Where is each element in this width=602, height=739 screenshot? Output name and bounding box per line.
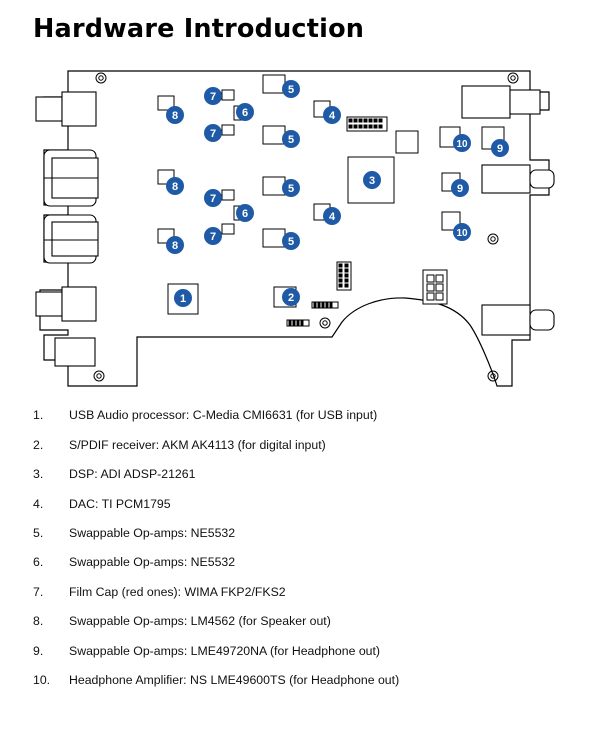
item-text: Swappable Op-amps: LME49720NA (for Headp… (69, 644, 381, 658)
item-text: S/PDIF receiver: AKM AK4113 (for digital… (69, 438, 326, 452)
callout-circle (204, 124, 222, 142)
right-connectors (461, 85, 555, 336)
item-number: 7. (33, 585, 44, 599)
callout-circle (282, 288, 300, 306)
callout-label: 8 (172, 240, 178, 252)
callout-badge-7: 7 (204, 227, 222, 245)
callout-label: 5 (288, 84, 294, 96)
callout-badge-2: 2 (282, 288, 300, 306)
callout-badge-5: 5 (282, 232, 300, 250)
callout-circle (236, 204, 254, 222)
item-text: USB Audio processor: C-Media CMI6631 (fo… (69, 408, 378, 422)
callout-label: 7 (210, 91, 216, 103)
callout-circle (323, 106, 341, 124)
callout-badge-8: 8 (166, 177, 184, 195)
callout-badge-8: 8 (166, 106, 184, 124)
callout-badge-10: 10 (453, 223, 471, 241)
callout-badge-8: 8 (166, 236, 184, 254)
callout-circle (282, 232, 300, 250)
callout-circle (453, 134, 471, 152)
item-number: 3. (33, 467, 44, 481)
callout-circle (174, 289, 192, 307)
callout-circle (282, 130, 300, 148)
item-number: 4. (33, 497, 44, 511)
callout-badge-5: 5 (282, 80, 300, 98)
callout-label: 7 (210, 193, 216, 205)
callout-label: 2 (288, 292, 294, 304)
item-number: 8. (33, 614, 44, 628)
callout-badge-4: 4 (323, 207, 341, 225)
callout-badge-7: 7 (204, 87, 222, 105)
callout-badge-3: 3 (363, 171, 381, 189)
item-number: 6. (33, 555, 44, 569)
callout-label: 9 (497, 143, 503, 155)
item-number: 2. (33, 438, 44, 452)
callout-label: 4 (329, 211, 336, 223)
callout-badge-9: 9 (491, 139, 509, 157)
callout-circle (282, 80, 300, 98)
callout-label: 6 (242, 208, 248, 220)
callout-badge-7: 7 (204, 124, 222, 142)
callout-label: 7 (210, 128, 216, 140)
item-number: 1. (33, 408, 44, 422)
callout-circle (166, 106, 184, 124)
callout-badge-7: 7 (204, 189, 222, 207)
callout-label: 10 (456, 228, 468, 239)
left-connectors (35, 91, 99, 367)
callout-label: 4 (329, 110, 336, 122)
item-text: Headphone Amplifier: NS LME49600TS (for … (69, 673, 400, 687)
callout-circle (236, 103, 254, 121)
callout-label: 5 (288, 134, 294, 146)
callout-label: 9 (457, 183, 463, 195)
callout-badge-4: 4 (323, 106, 341, 124)
item-text: Swappable Op-amps: NE5532 (69, 555, 236, 569)
callout-label: 8 (172, 181, 178, 193)
callout-circle (166, 177, 184, 195)
callout-badge-1: 1 (174, 289, 192, 307)
callout-circle (363, 171, 381, 189)
item-text: DSP: ADI ADSP-21261 (69, 467, 196, 481)
callout-circle (282, 179, 300, 197)
callout-label: 5 (288, 183, 294, 195)
callout-badge-10: 10 (453, 134, 471, 152)
callout-badge-6: 6 (236, 103, 254, 121)
item-text: Swappable Op-amps: LM4562 (for Speaker o… (69, 614, 331, 628)
item-number: 5. (33, 526, 44, 540)
chip-outlines (157, 74, 505, 315)
callout-badge-5: 5 (282, 130, 300, 148)
callout-badge-6: 6 (236, 204, 254, 222)
callout-badges: 8 7 6 7 5 5 4 3 10 9 8 7 6 7 5 5 4 9 10 8 1 2 (166, 80, 509, 307)
item-number: 10. (33, 673, 51, 687)
item-text: DAC: TI PCM1795 (69, 497, 171, 511)
callout-circle (204, 227, 222, 245)
callout-circle (451, 179, 469, 197)
callout-circle (453, 223, 471, 241)
item-text: Film Cap (red ones): WIMA FKP2/FKS2 (69, 585, 286, 599)
item-text: Swappable Op-amps: NE5532 (69, 526, 236, 540)
callout-label: 10 (456, 139, 468, 150)
callout-badge-9: 9 (451, 179, 469, 197)
callout-label: 3 (369, 175, 375, 187)
callout-circle (491, 139, 509, 157)
callout-circle (166, 236, 184, 254)
callout-circle (204, 87, 222, 105)
callout-circle (204, 189, 222, 207)
callout-label: 6 (242, 107, 248, 119)
callout-label: 8 (172, 110, 178, 122)
callout-label: 1 (180, 293, 186, 305)
callout-badge-5: 5 (282, 179, 300, 197)
pin-headers (286, 116, 444, 327)
callout-label: 5 (288, 236, 294, 248)
page-title: Hardware Introduction (33, 14, 365, 44)
mounting-holes (93, 72, 519, 382)
callout-label: 7 (210, 231, 216, 243)
callout-circle (323, 207, 341, 225)
item-number: 9. (33, 644, 44, 658)
board-diagram: 8 7 6 7 5 5 4 3 10 9 8 7 6 7 5 5 4 9 10 8 1 2 (35, 70, 555, 387)
